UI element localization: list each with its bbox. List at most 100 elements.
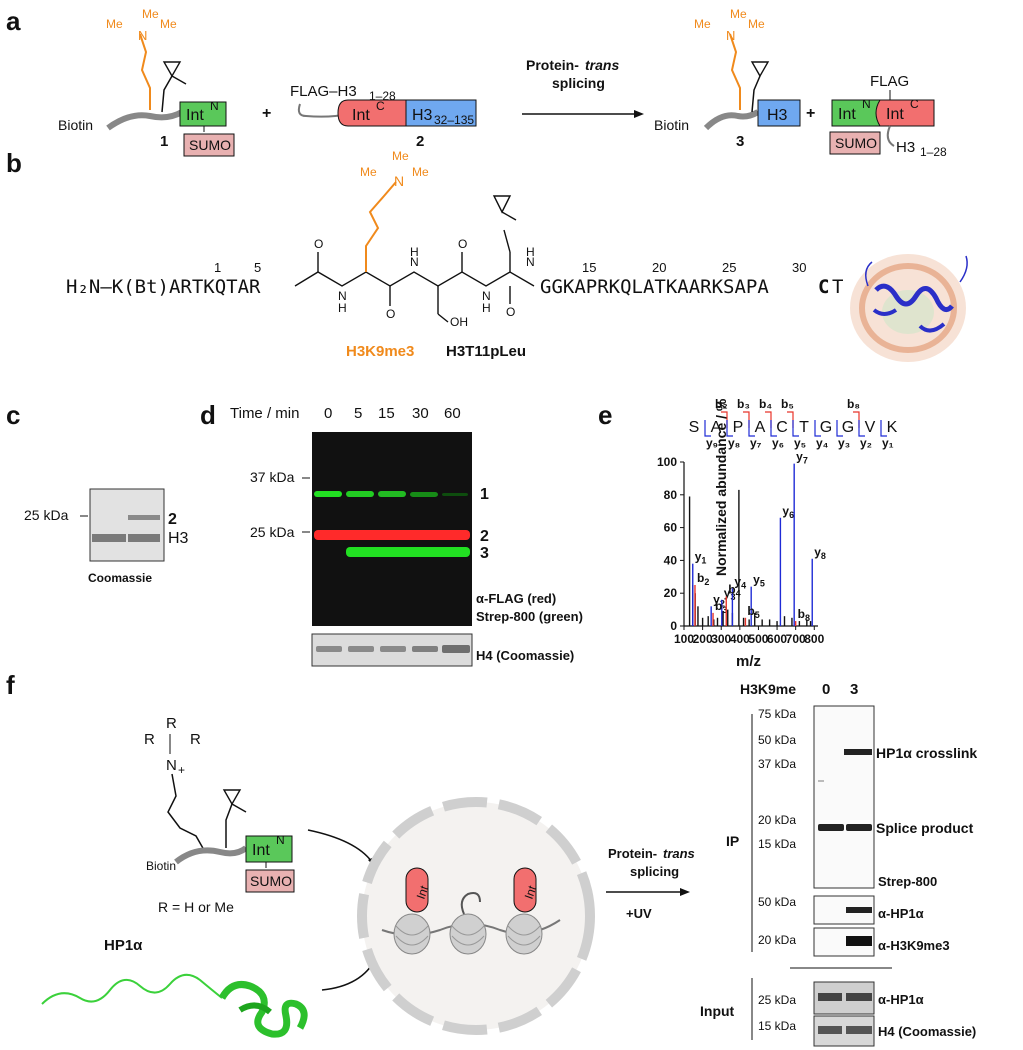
svg-text:N: N	[482, 289, 491, 303]
svg-text:25: 25	[722, 260, 736, 275]
h3-32-135-box	[405, 99, 477, 127]
band-1-lane-0	[314, 491, 342, 497]
y-ion-label: y₅	[794, 436, 806, 450]
y-ion-bracket	[880, 420, 887, 437]
splice-band-0	[818, 824, 844, 831]
svg-text:+UV: +UV	[626, 906, 652, 921]
x-tick-label: 100	[674, 632, 694, 646]
svg-text:3: 3	[736, 133, 744, 150]
svg-text:Me: Me	[142, 7, 159, 21]
y-ion-label: y1	[695, 550, 707, 566]
svg-text:60: 60	[444, 405, 461, 422]
svg-text:H3: H3	[412, 107, 433, 124]
svg-text:Input: Input	[700, 1003, 735, 1019]
x-tick-label: 600	[767, 632, 787, 646]
peptide-structure: H₂N–K(Bt)ARTKQTAR 1 5 O N H O N H OH O N…	[66, 149, 843, 360]
y-ion-label: y₁	[882, 436, 894, 450]
b-ion-bracket	[743, 411, 750, 428]
svg-text:Me: Me	[748, 17, 765, 31]
svg-text:15: 15	[378, 405, 395, 422]
sequence-residue: K	[887, 419, 898, 436]
b-ion-label: b₅	[781, 397, 794, 411]
svg-text:Protein-: Protein-	[526, 57, 579, 73]
sequence-residue: A	[755, 419, 766, 436]
diazirine-icon	[492, 195, 512, 214]
x-tick-label: 800	[804, 632, 824, 646]
svg-text:Time / min: Time / min	[230, 405, 299, 422]
svg-text:N: N	[410, 255, 419, 269]
sequence-residue: T	[799, 419, 809, 436]
svg-text:50 kDa: 50 kDa	[758, 895, 796, 909]
b-ion-bracket	[787, 411, 794, 428]
y-tick-label: 40	[664, 553, 678, 567]
svg-text:1: 1	[214, 260, 221, 275]
svg-text:Protein-: Protein-	[608, 846, 657, 861]
band-1-lane-5	[346, 491, 374, 497]
svg-text:FLAG: FLAG	[870, 73, 909, 90]
svg-text:α-FLAG (red): α-FLAG (red)	[476, 591, 556, 606]
svg-text:20 kDa: 20 kDa	[758, 933, 796, 947]
svg-text:O: O	[314, 237, 323, 251]
svg-text:Int: Int	[186, 107, 204, 124]
svg-text:N: N	[394, 173, 404, 189]
svg-text:2: 2	[480, 528, 489, 545]
b-ion-bracket	[765, 411, 772, 428]
band-h3-lane2	[128, 534, 160, 542]
y-tick-label: 20	[664, 586, 678, 600]
svg-text:α-H3K9me3: α-H3K9me3	[878, 938, 950, 953]
y-ion-label: y8	[814, 545, 826, 561]
band-3-green	[346, 547, 470, 557]
b-ion-label: b₄	[759, 397, 772, 411]
sequence-residue: C	[776, 419, 788, 436]
mod-h3t11pleu: H3T11pLeu	[446, 343, 526, 360]
x-tick-label: 500	[748, 632, 768, 646]
svg-text:1: 1	[160, 133, 168, 150]
y-ion-label: y7	[796, 450, 808, 466]
svg-text:30: 30	[792, 260, 806, 275]
y-tick-label: 60	[664, 521, 678, 535]
y-ion-bracket	[858, 420, 865, 437]
svg-text:IP: IP	[726, 833, 739, 849]
svg-text:+: +	[178, 763, 185, 777]
y-ion-bracket	[770, 420, 777, 437]
panel-label-a: a	[6, 6, 21, 36]
sequence-residue: P	[733, 419, 744, 436]
svg-text:H4 (Coomassie): H4 (Coomassie)	[476, 648, 574, 663]
svg-text:OH: OH	[450, 315, 468, 329]
y-ion-bracket	[836, 420, 843, 437]
y-ion-label: y₃	[838, 436, 850, 450]
svg-text:O: O	[506, 305, 515, 319]
svg-text:Int: Int	[352, 107, 370, 124]
y-ion-label: y₇	[750, 436, 762, 450]
nucleosome-structure-image	[850, 254, 968, 362]
mod-h3k9me3: H3K9me3	[346, 343, 414, 360]
diazirine-icon	[750, 61, 770, 78]
svg-text:1: 1	[480, 486, 489, 503]
intC-box	[337, 99, 407, 127]
y-ion-bracket	[814, 420, 821, 437]
sequence-right: GGKAPRKQLATKAARKSAPA	[540, 276, 769, 298]
svg-text:N: N	[526, 255, 535, 269]
svg-text:O: O	[386, 307, 395, 321]
svg-text:C: C	[376, 99, 385, 113]
svg-text:20 kDa: 20 kDa	[758, 813, 796, 827]
svg-text:N: N	[338, 289, 347, 303]
hp1-label: HP1α	[104, 937, 143, 954]
svg-text:SUMO: SUMO	[250, 873, 292, 889]
svg-text:37 kDa: 37 kDa	[250, 469, 295, 485]
svg-text:0: 0	[324, 405, 332, 422]
x-tick-label: 200	[693, 632, 713, 646]
band-2	[128, 515, 160, 520]
svg-text:Biotin: Biotin	[654, 117, 689, 133]
splicing-arrow: Protein- trans splicing	[522, 57, 644, 118]
svg-text:H: H	[526, 245, 535, 259]
svg-text:R: R	[166, 715, 177, 732]
svg-text:Me: Me	[412, 165, 429, 179]
panel-label-f: f	[6, 670, 15, 700]
svg-text:trans: trans	[663, 846, 695, 861]
svg-text:3: 3	[850, 681, 858, 698]
western-blot-d: Time / min 0 5 15 30 60 37 kDa 25 kDa 1 …	[230, 405, 583, 667]
svg-text:0: 0	[822, 681, 830, 698]
svg-text:Biotin: Biotin	[146, 859, 176, 873]
y-ion-bracket	[704, 420, 711, 437]
